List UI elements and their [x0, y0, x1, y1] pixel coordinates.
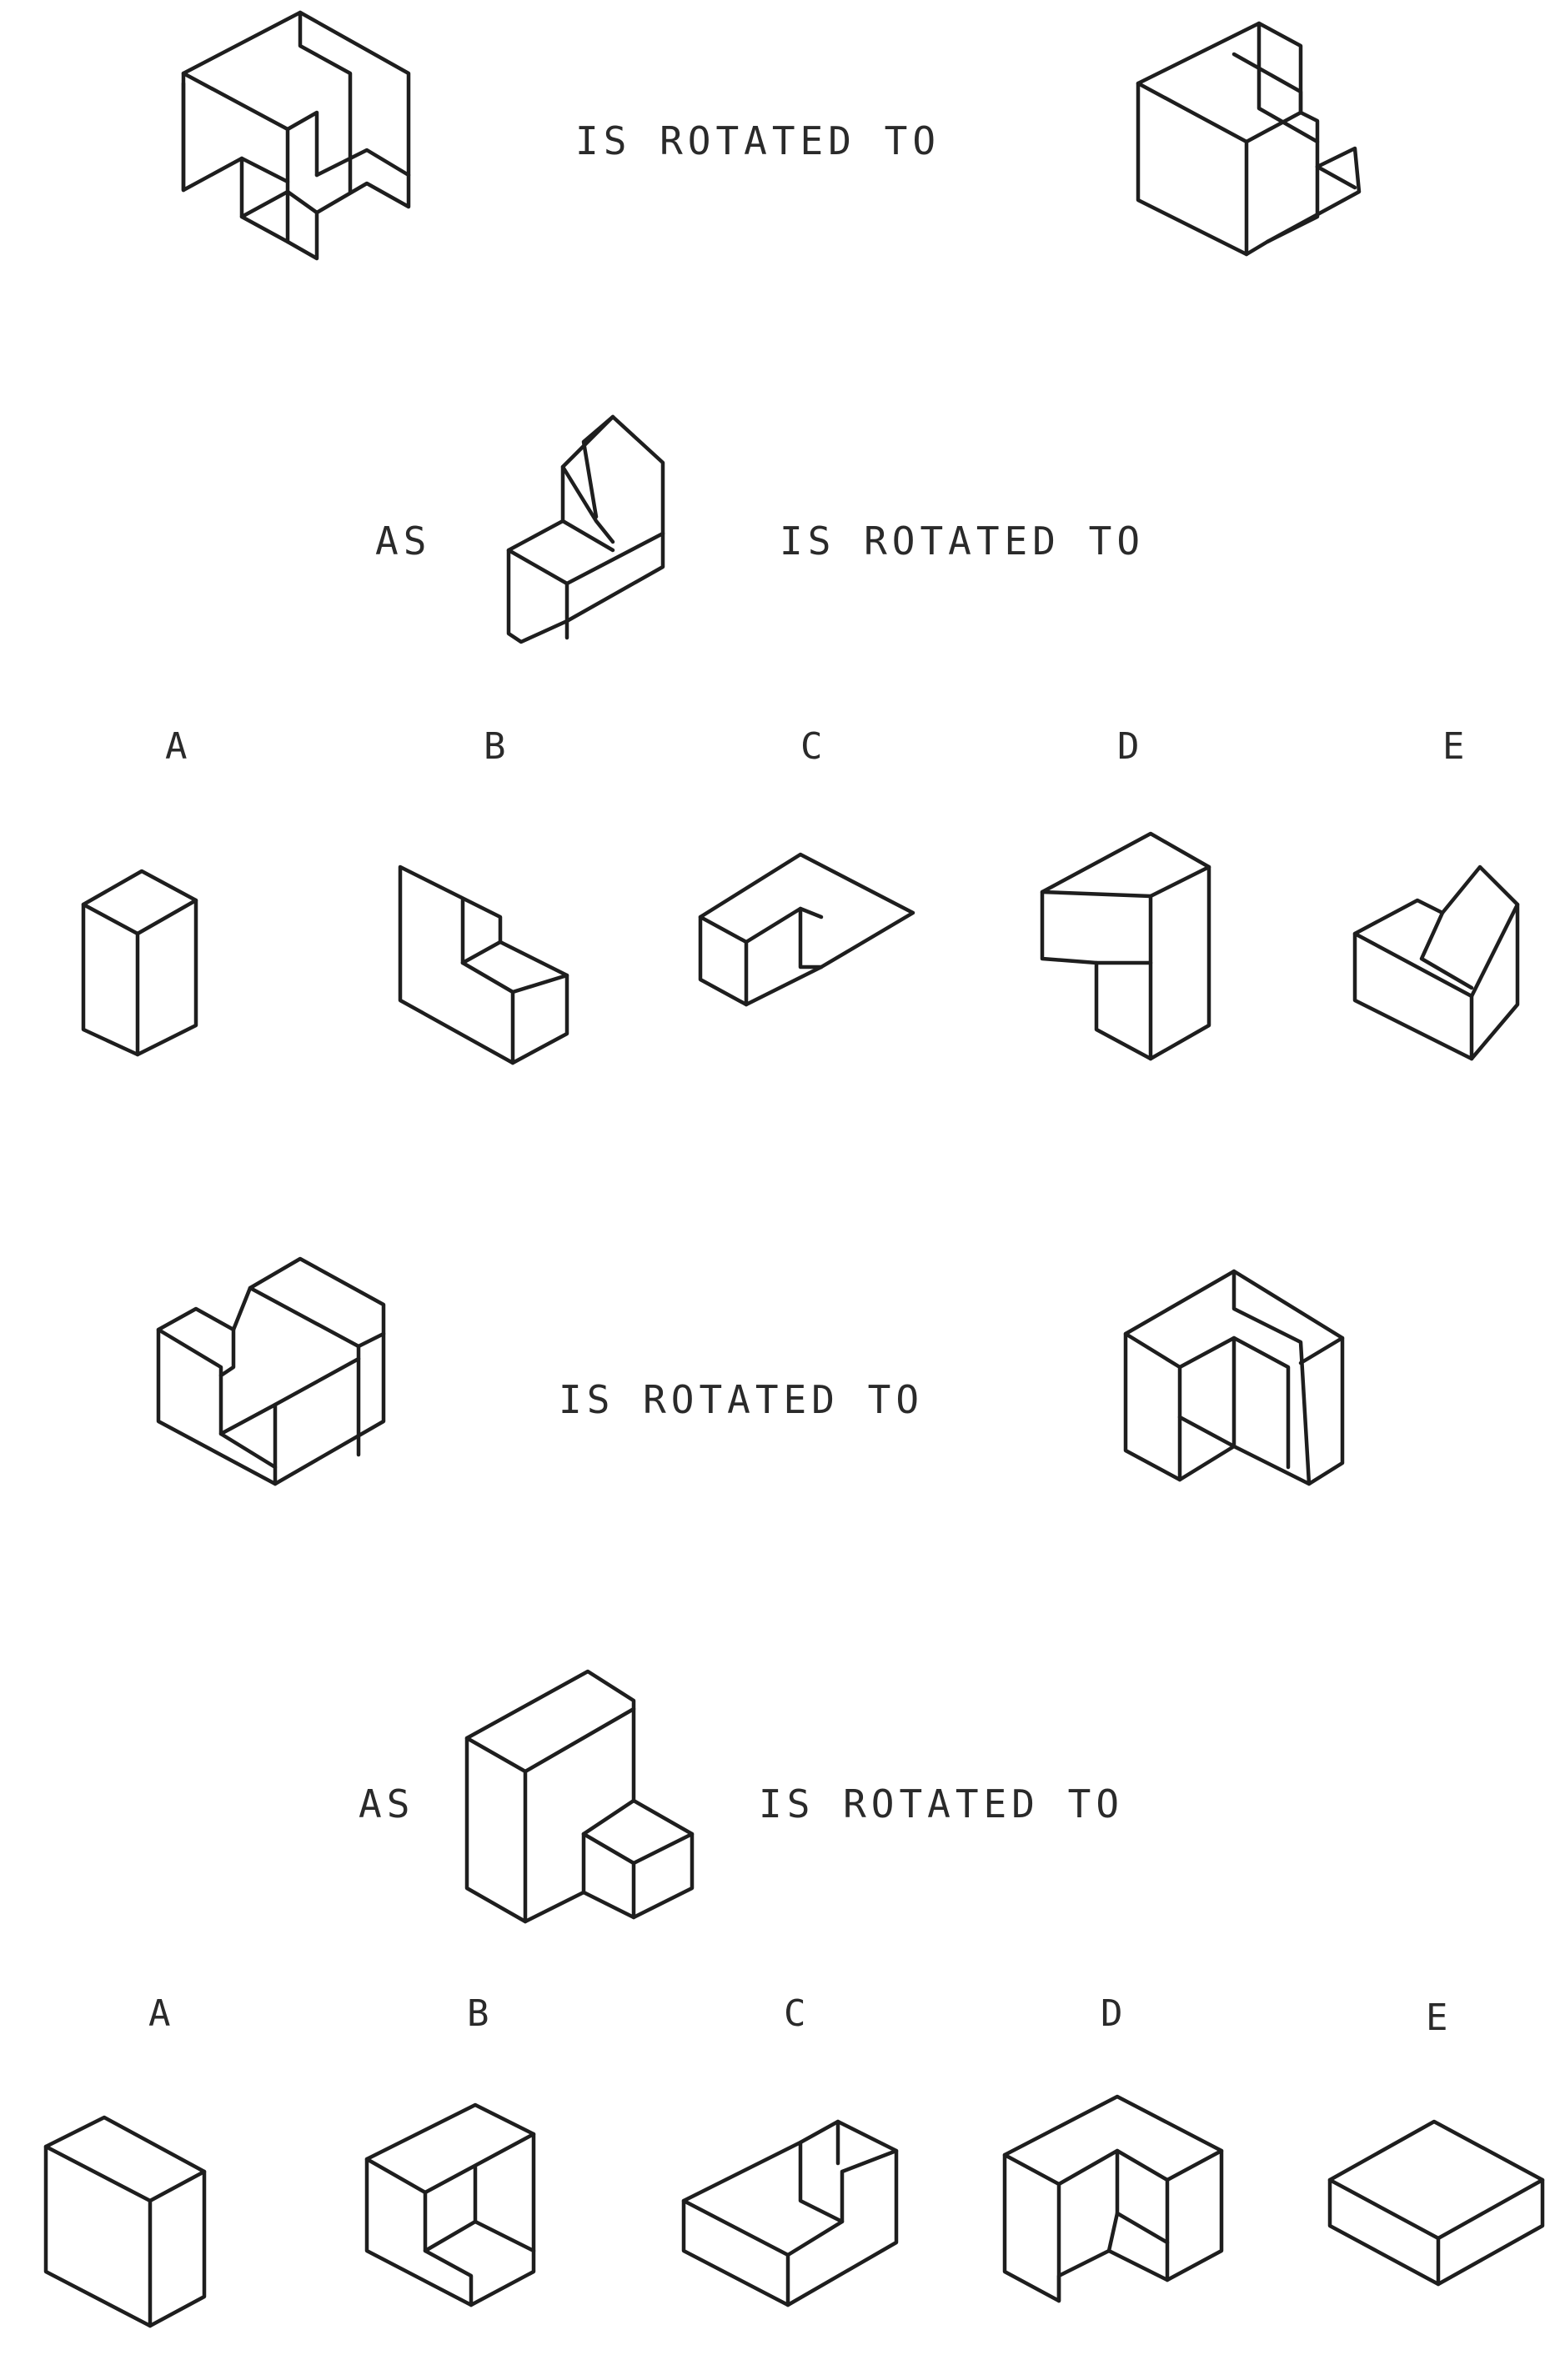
- problem-1: IS ROTATED TO AS IS ROTATED TO A B C D E: [81, 10, 1520, 1065]
- p1-choice-label-a: A: [165, 725, 188, 768]
- p2-choice-label-b: B: [467, 1992, 489, 2035]
- p1-prompt-shape: [506, 414, 665, 644]
- p1-example-rotated-shape: [1136, 21, 1362, 257]
- p2-choice-label-a: A: [148, 1992, 171, 2035]
- p1-example-text: IS ROTATED TO: [575, 118, 941, 163]
- problem-2: IS ROTATED TO AS IS ROTATED TO A B C D: [43, 1256, 1545, 2328]
- p2-choice-b-shape[interactable]: [364, 2102, 536, 2307]
- p1-choice-b-shape[interactable]: [398, 864, 569, 1065]
- p2-prompt-text: IS ROTATED TO: [759, 1781, 1124, 1826]
- p1-choice-label-c: C: [800, 725, 823, 768]
- p2-example-text: IS ROTATED TO: [559, 1377, 924, 1422]
- p1-prompt-prefix: AS: [375, 519, 431, 564]
- p1-choice-a-shape[interactable]: [81, 869, 198, 1057]
- p1-prompt-text: IS ROTATED TO: [780, 519, 1145, 564]
- p2-choice-d-shape[interactable]: [1002, 2094, 1224, 2303]
- p2-choice-label-d: D: [1101, 1992, 1123, 2035]
- p1-choice-d-shape[interactable]: [1040, 831, 1211, 1061]
- p1-example-original-shape: [181, 10, 411, 261]
- p2-prompt-shape: [464, 1669, 695, 1924]
- p2-choice-c-shape[interactable]: [681, 2119, 899, 2307]
- p2-choice-label-e: E: [1426, 1997, 1448, 2039]
- p1-choice-label-e: E: [1442, 725, 1465, 768]
- p1-choice-label-d: D: [1117, 725, 1140, 768]
- p2-example-rotated-shape: [1123, 1269, 1345, 1486]
- p2-choice-a-shape[interactable]: [43, 2115, 207, 2328]
- p2-choice-e-shape[interactable]: [1327, 2119, 1545, 2287]
- p2-choice-label-c: C: [784, 1992, 806, 2035]
- p1-choice-e-shape[interactable]: [1352, 864, 1520, 1061]
- p2-prompt-prefix: AS: [359, 1781, 414, 1826]
- p1-choice-c-shape[interactable]: [698, 852, 915, 1007]
- p2-example-original-shape: [156, 1256, 386, 1486]
- p1-choice-label-b: B: [484, 725, 506, 768]
